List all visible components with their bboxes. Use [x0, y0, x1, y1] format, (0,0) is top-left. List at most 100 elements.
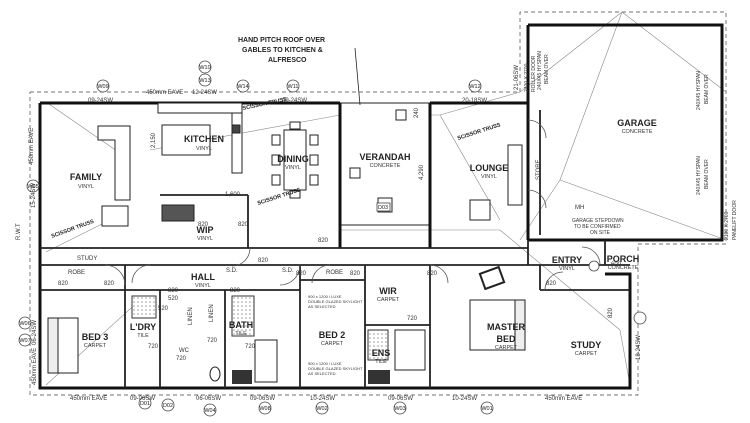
dim-520-a: 520	[158, 306, 169, 312]
label-robe-bed2: ROBE	[326, 270, 343, 276]
room-verandah: VERANDAH	[359, 152, 410, 162]
finish-master: CARPET	[495, 345, 518, 351]
dim-720-b: 720	[176, 356, 187, 362]
eave-outline	[29, 11, 727, 396]
window-code-w02: W02	[316, 406, 327, 412]
finish-lounge: VINYL	[481, 174, 497, 180]
dim-820-dining: 820	[318, 238, 329, 244]
dim-820-bath: 820	[230, 288, 241, 294]
finish-study: CARPET	[575, 351, 598, 357]
room-bed2: BED 2	[319, 330, 346, 340]
window-size-b5: 09-06SW	[388, 396, 413, 402]
window-code-w09: W09	[97, 84, 108, 90]
window-size-left1: 15-24SW	[31, 183, 37, 208]
beam-note-3a: 240X45 HYSPAN	[696, 156, 702, 195]
window-code-w04: W04	[204, 408, 215, 414]
dim-820-entry: 820	[546, 281, 557, 287]
room-bed3: BED 3	[82, 332, 109, 342]
label-sd-1: S.D.	[226, 268, 238, 274]
dim-820-laundry: 820	[168, 288, 179, 294]
roof-note-line1: HAND PITCH ROOF OVER	[238, 37, 325, 44]
finish-bed2: CARPET	[321, 341, 344, 347]
finish-ens: TILE	[375, 359, 387, 365]
window-code-w11: W11	[288, 84, 299, 90]
dim-820-wip: 820	[198, 222, 209, 228]
dim-verandah-4290: 4,290	[419, 164, 425, 180]
interior-walls	[40, 110, 630, 388]
roof-note-line3: ALFRESCO	[268, 57, 307, 64]
window-size-top2: 12-24SW	[192, 90, 217, 96]
window-code-w14: W14	[237, 84, 248, 90]
beds	[47, 265, 526, 374]
room-wir: WIR	[379, 286, 397, 296]
garage-step-note-2: TO BE CONFIRMED	[574, 224, 621, 230]
scissor-truss-1: SCISSOR TRUSS	[51, 219, 96, 240]
label-linen-1: LINEN	[188, 307, 194, 325]
finish-wip: VINYL	[197, 236, 213, 242]
window-size-b6: 10-24SW	[452, 396, 477, 402]
beam-note-1a: 240X45 HYSPAN	[537, 51, 543, 90]
window-code-w07: W07	[19, 338, 30, 344]
room-garage: GARAGE	[617, 118, 657, 128]
door-code-d03: D03	[378, 205, 388, 211]
room-wip: WIP	[197, 225, 214, 235]
finish-family: VINYL	[78, 184, 94, 190]
finish-bath: TILE	[235, 331, 247, 337]
finish-wir: CARPET	[377, 297, 400, 303]
window-size-top4: 20-18SW	[462, 98, 487, 104]
dim-820-hall: 820	[258, 258, 269, 264]
window-size-top3: 09-24SW	[282, 98, 307, 104]
roller-door-note-2: ROLLER DOOR	[531, 55, 537, 92]
garage-step-note-3: ON SITE	[590, 230, 611, 236]
room-study: STUDY	[571, 340, 602, 350]
scissor-truss-3: SCISSOR TRUSS	[457, 122, 502, 142]
beam-note-2b: BEAM OVER	[704, 74, 710, 104]
window-code-d02: D02	[163, 403, 173, 409]
label-store: STORE	[536, 159, 542, 180]
finish-garage: CONCRETE	[622, 129, 653, 135]
skylight-note-1b: DOUBLE GLAZED SKYLIGHT	[308, 299, 363, 304]
room-porch: PORCH	[607, 254, 640, 264]
window-code-d01: D01	[140, 401, 150, 407]
beam-note-2a: 240X45 HYSPAN	[696, 71, 702, 110]
room-family: FAMILY	[70, 172, 102, 182]
finish-porch: CONCRETE	[608, 265, 639, 271]
window-code-w03: W03	[394, 406, 405, 412]
room-master: MASTER	[487, 322, 526, 332]
label-mh: MH	[575, 205, 584, 211]
door-swings	[104, 119, 601, 291]
dim-520-b: 520	[168, 296, 179, 302]
finish-kitchen: VINYL	[196, 146, 212, 152]
window-code-w08: W08	[259, 406, 270, 412]
dim-820-wip-2: 820	[238, 222, 249, 228]
eave-note-bottom-left: 450mm EAVE	[70, 396, 107, 402]
finish-laundry: TILE	[137, 333, 149, 339]
garage-step-note-1: GARAGE STEPDOWN	[572, 218, 624, 224]
dim-820-robe: 820	[58, 281, 69, 287]
exterior-walls	[38, 23, 724, 390]
window-code-w13: W13	[199, 78, 210, 84]
finish-verandah: CONCRETE	[370, 163, 401, 169]
roller-door-note-1: 2400 X 2700	[524, 63, 530, 92]
label-linen-2: LINEN	[209, 304, 215, 322]
dim-720-c: 720	[207, 338, 218, 344]
room-dining: DINING	[277, 154, 309, 164]
window-size-right: 18-24SW	[636, 335, 642, 360]
window-code-w06: W06	[19, 321, 30, 327]
dining-table	[271, 121, 319, 199]
label-rwt: R.W.T	[16, 223, 22, 240]
window-size-b3: 09-06SW	[250, 396, 275, 402]
room-entry: ENTRY	[552, 255, 582, 265]
eave-note-left2: 450mm EAVE	[32, 348, 38, 385]
window-code-w05: W05	[27, 184, 38, 190]
finish-entry: VINYL	[559, 266, 575, 272]
room-ens: ENS	[372, 348, 391, 358]
beam-note-3b: BEAM OVER	[704, 159, 710, 189]
window-size-top1: 09-24SW	[88, 98, 113, 104]
window-code-w01: W01	[481, 406, 492, 412]
room-kitchen: KITCHEN	[184, 134, 224, 144]
window-size-b2: 06-06SW	[196, 396, 221, 402]
panelift-note-2: PANELIFT DOOR	[732, 200, 738, 240]
